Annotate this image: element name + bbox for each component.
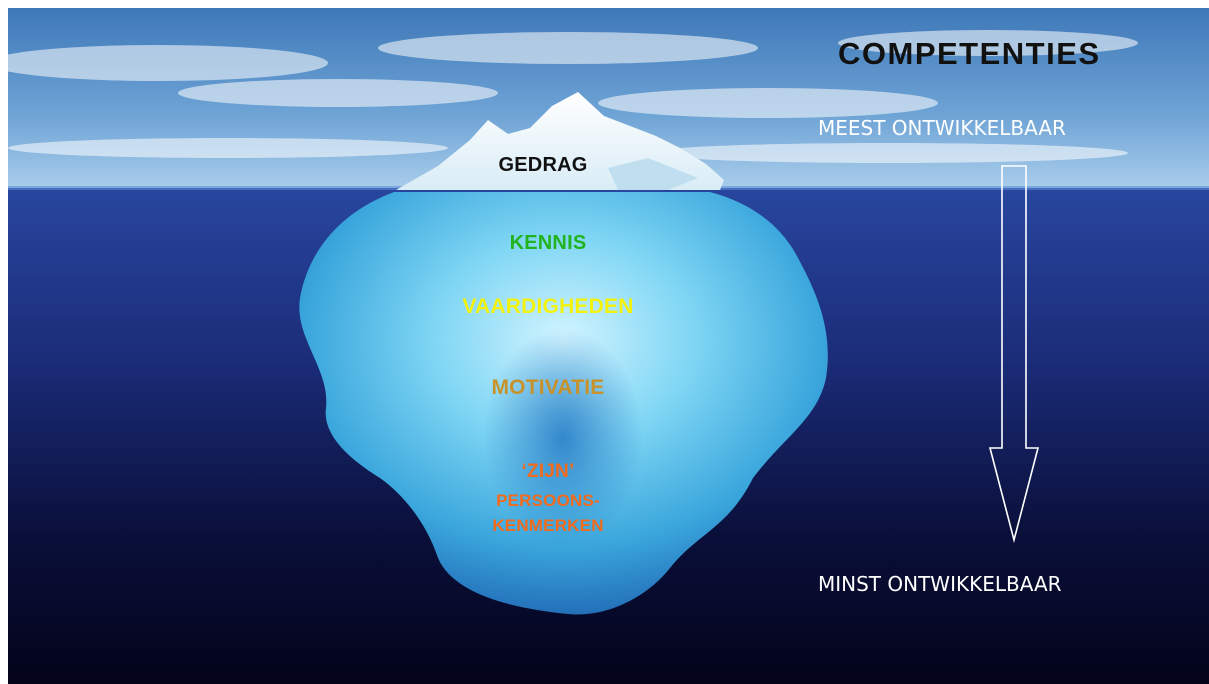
layer-label-gedrag: GEDRAG: [498, 154, 588, 176]
layer-label-kenmerken: KENMERKEN: [492, 516, 604, 535]
diagram-title: COMPETENTIES: [838, 36, 1101, 71]
layer-label-kennis: KENNIS: [509, 232, 587, 254]
iceberg-tip-shade: [608, 158, 698, 190]
down-arrow-icon: [988, 165, 1040, 544]
layer-label-persoons: PERSOONS-: [496, 491, 600, 510]
layer-label-vaardigheden: VAARDIGHEDEN: [462, 295, 634, 318]
clouds: [8, 30, 1138, 163]
scale-bottom-label: MINST ONTWIKKELBAAR: [818, 572, 1062, 596]
iceberg-cavity: [483, 328, 643, 548]
layer-label-motivatie: MOTIVATIE: [491, 376, 605, 399]
iceberg-diagram: GEDRAG KENNIS VAARDIGHEDEN MOTIVATIE ‘ZI…: [8, 8, 1209, 684]
layer-label-zijn: ‘ZIJN’: [521, 461, 575, 482]
iceberg-illustration: [8, 8, 1209, 684]
scale-top-label: MEEST ONTWIKKELBAAR: [818, 116, 1066, 140]
